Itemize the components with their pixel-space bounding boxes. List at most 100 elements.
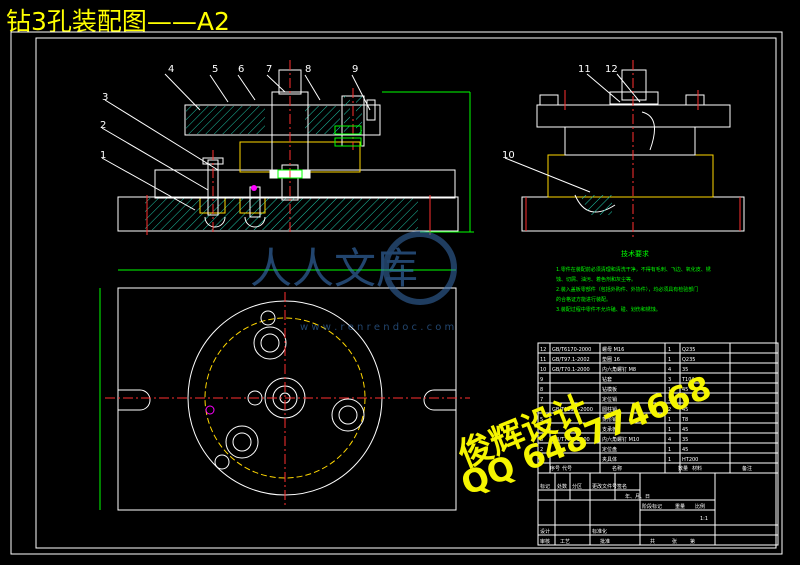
callout-number: 9 [352, 64, 358, 75]
bom-cell: 10 [540, 367, 546, 373]
bom-cell: 1 [668, 417, 671, 423]
callout-number: 12 [605, 64, 618, 75]
callout-leaders [101, 73, 371, 211]
bom-cell: 1 [668, 387, 671, 393]
bom-cell: 定位销 [602, 396, 617, 403]
bom-cell: 钻套 [602, 376, 612, 383]
bom-cell: 1 [668, 357, 671, 363]
bom-cell: 2 [540, 447, 543, 453]
bom-cell: 垫圈 16 [602, 356, 620, 363]
title-block-label: 批准 [600, 538, 610, 545]
bom-cell: 7 [540, 397, 543, 403]
bom-cell: 4 [540, 427, 543, 433]
bom-cell: 夹具体 [602, 456, 617, 463]
bom-header-cell: 备注 [742, 465, 752, 472]
watermark-logo: 人人文库 w w w . r e n r e n d o c . c o m [250, 231, 457, 333]
callout-number: 10 [502, 150, 515, 161]
tech-note-line: 蚀、切屑、油污、着色剂和灰尘等。 [556, 276, 636, 283]
title-block-label: 处数 [557, 483, 567, 490]
bom-cell: Q235 [682, 347, 695, 353]
callout-number: 1 [100, 150, 106, 161]
bom-cell: 8 [540, 387, 543, 393]
bom-table-grid [537, 342, 779, 546]
callout-number: 11 [578, 64, 591, 75]
callout-number: 8 [305, 64, 311, 75]
bom-cell: GB/T6170-2000 [552, 347, 591, 353]
bom-cell: 6 [540, 407, 543, 413]
drawing-title: 钻3孔装配图——A2 [6, 7, 230, 36]
tech-note-line: 的合格证方能进行装配。 [556, 296, 611, 303]
bom-cell: 定位盘 [602, 446, 617, 453]
bom-cell: 4 [668, 367, 671, 373]
bom-cell: 1 [668, 447, 671, 453]
tech-note-line: 1.零件在装配前必须清理和清洗干净，不得有毛刺、飞边、氧化皮、锈 [556, 266, 711, 273]
bom-header-cell: 序号 [550, 465, 560, 472]
title-block-label: 张 [672, 538, 677, 545]
bom-cell: 35 [682, 367, 688, 373]
bom-cell: 35 [682, 437, 688, 443]
title-block-label: 阶段标记 [642, 503, 662, 510]
callout-number: 3 [102, 92, 108, 103]
bom-cell: 1 [668, 457, 671, 463]
title-block-label: 第 [690, 538, 695, 545]
callout-number: 7 [266, 64, 272, 75]
bom-cell: T8 [681, 397, 688, 403]
bom-cell: 内六角螺钉 M8 [602, 366, 636, 373]
bom-header-cell: 数量 [678, 465, 688, 472]
bom-cell: 9 [540, 377, 543, 383]
bom-cell: 2 [668, 407, 671, 413]
bom-header-cell: 代号 [562, 465, 572, 472]
title-block-label: 比例 [695, 503, 705, 510]
callout-number: 4 [168, 64, 174, 75]
tech-note-line: 2.装入盖板零部件（包括外购件、外协件），均必须具有检验部门 [556, 286, 698, 293]
top-view [99, 269, 470, 511]
bom-cell: 4 [668, 437, 671, 443]
bom-cell: GB/T119.1-2000 [552, 407, 593, 413]
bom-cell: 钻模板 [602, 386, 617, 393]
tech-notes-heading: 技术要求 [621, 249, 649, 258]
scale-value: 1:1 [700, 516, 708, 522]
bom-cell: 45 [682, 407, 688, 413]
watermark-site: 人人文库 [250, 244, 418, 293]
bom-cell: 1 [668, 427, 671, 433]
bom-cell: GB/T70.1-2000 [552, 367, 590, 373]
bom-cell: GB/T97.1-2002 [552, 357, 590, 363]
callout-number: 5 [212, 64, 218, 75]
bom-cell: 12 [540, 347, 546, 353]
title-block-label: 签名 [617, 483, 627, 490]
tech-notes: 技术要求 1.零件在装配前必须清理和清洗干净，不得有毛刺、飞边、氧化皮、锈 蚀、… [556, 249, 711, 313]
bom-cell: 45 [682, 447, 688, 453]
bom-cell: 11 [540, 357, 546, 363]
bom-cell: 1 [668, 397, 671, 403]
bom-cell: T10A [681, 377, 695, 383]
bom-cell: GB/T70.1-2000 [552, 437, 590, 443]
bom-cell: 45 [682, 387, 688, 393]
title-block-label: 工艺 [560, 539, 570, 545]
title-block-label: 标记 [540, 483, 550, 490]
title-block-label: 年、月、日 [625, 493, 650, 500]
watermark-url: w w w . r e n r e n d o c . c o m [300, 322, 454, 333]
bom-cell: 3 [540, 437, 543, 443]
title-block-label: 分区 [572, 483, 582, 490]
title-block-label: 审核 [540, 538, 550, 545]
title-block-label: 更改文件号 [592, 483, 617, 490]
bom-cell: T8 [681, 417, 688, 423]
bom-cell: 螺母 M16 [602, 346, 624, 353]
callout-number: 6 [238, 64, 244, 75]
title-block-label: 共 [650, 538, 655, 545]
bom-cell: 支承板 [602, 426, 617, 433]
outer-frame [10, 31, 783, 555]
bom-cell: Q235 [682, 357, 695, 363]
front-section-view [117, 60, 474, 235]
bom-header-cell: 名称 [612, 465, 622, 472]
bom-cell: 内六角螺钉 M10 [602, 436, 639, 443]
tech-note-line: 3.装配过程中零件不允许磕、碰、划伤和锈蚀。 [556, 306, 661, 313]
bom-cell: HT200 [682, 457, 698, 463]
bom-cell: 1 [540, 457, 543, 463]
bom-cell: 1 [668, 347, 671, 353]
bom-cell: 圆柱销 [602, 406, 617, 413]
title-block-label: 标准化 [592, 528, 607, 535]
title-block-label: 设计 [540, 528, 550, 535]
